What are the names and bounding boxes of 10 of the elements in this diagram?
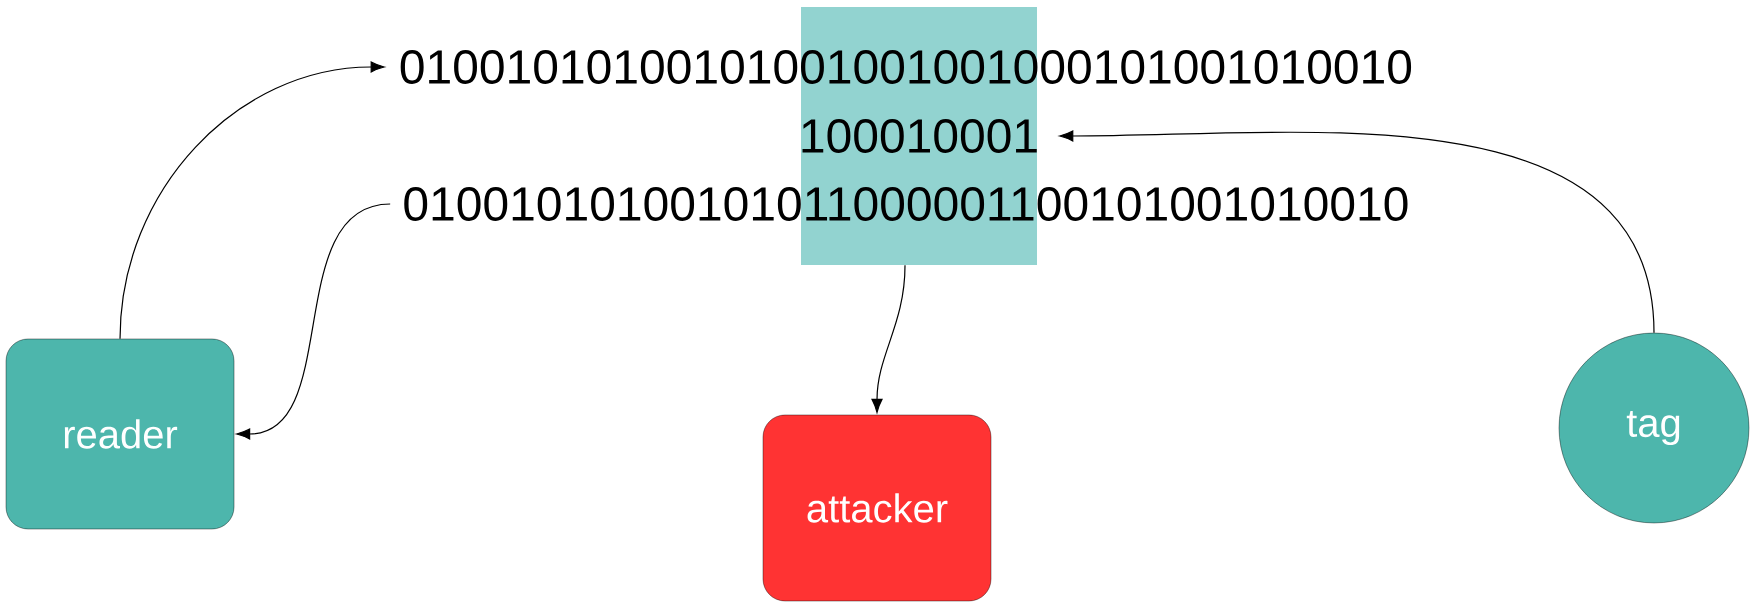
arrow <box>1059 130 1655 334</box>
rounded-box: attacker <box>762 414 992 602</box>
arrow <box>871 264 906 413</box>
binary-text: 01001010100101001001001000101001010010 <box>400 50 1412 84</box>
binary-text: 01001010100101011000001100101001010010 <box>404 187 1408 221</box>
rounded-box: reader <box>5 338 235 530</box>
arrow <box>119 61 385 340</box>
arrow <box>236 203 391 440</box>
circle-node: tag <box>1558 332 1750 524</box>
binary-text: 100010001 <box>802 119 1037 153</box>
